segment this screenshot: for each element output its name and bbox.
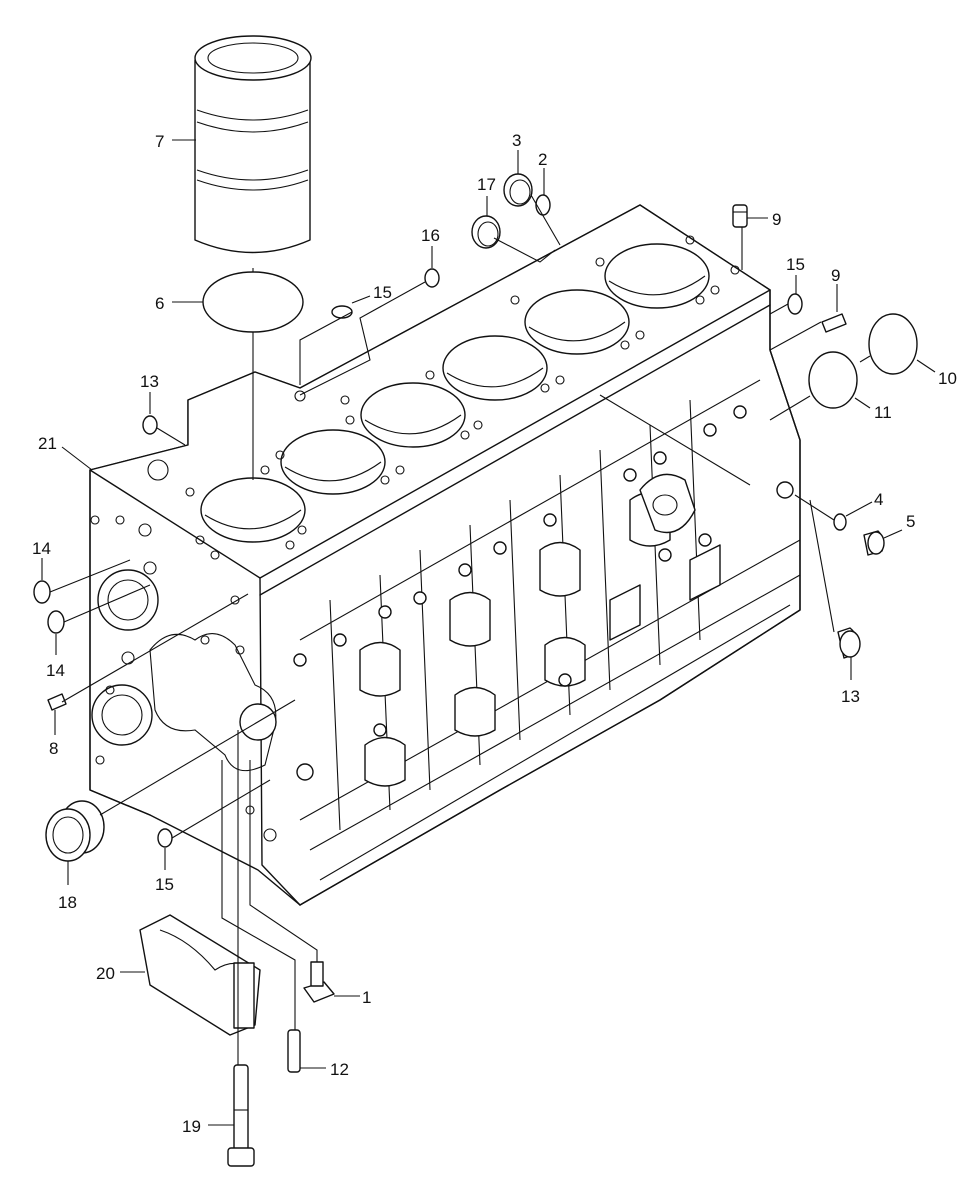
- seal-ring-2: [535, 194, 551, 216]
- seal-ring-13-top: [142, 415, 158, 435]
- callout-12: 12: [330, 1060, 349, 1079]
- plug-13-right: [837, 627, 861, 659]
- callout-lines: [41, 139, 936, 1126]
- front-face: [90, 515, 277, 842]
- callout-14-upper: 14: [32, 539, 51, 558]
- screw-plug-5: [863, 530, 885, 556]
- main-bearing-cap-20: [139, 914, 261, 1036]
- callout-4: 4: [874, 490, 883, 509]
- cylinder-bores: [200, 243, 710, 543]
- callout-9-right: 9: [831, 266, 840, 285]
- oil-jet-1: [303, 961, 335, 1003]
- callout-5: 5: [906, 512, 915, 531]
- plug-17: [471, 215, 501, 249]
- main-bearing-bolt-19: [227, 1064, 255, 1167]
- cylinder-liner: [194, 35, 312, 254]
- bushing-18: [45, 800, 105, 862]
- callout-17: 17: [477, 175, 496, 194]
- callout-15-lower: 15: [155, 875, 174, 894]
- callout-14-lower: 14: [46, 661, 65, 680]
- callout-3: 3: [512, 131, 521, 150]
- leader-lines: [49, 194, 871, 1065]
- callout-1: 1: [362, 988, 371, 1007]
- callout-11: 11: [874, 403, 892, 422]
- callout-13-right: 13: [841, 687, 860, 706]
- seal-ring-15-top: [331, 305, 353, 319]
- callout-21: 21: [38, 434, 57, 453]
- callout-15-right: 15: [786, 255, 805, 274]
- dowel-pin-9-right: [821, 313, 847, 333]
- seal-ring-14-upper: [33, 580, 51, 604]
- seal-ring-14-lower: [47, 610, 65, 634]
- callout-15-top: 15: [373, 283, 392, 302]
- seal-ring-4: [833, 513, 847, 531]
- core-plug-3: [503, 173, 533, 207]
- deck-holes: [147, 235, 740, 560]
- callout-8: 8: [49, 739, 58, 758]
- callout-9-top: 9: [772, 210, 781, 229]
- callout-20: 20: [96, 964, 115, 983]
- cover-gasket-10: [868, 313, 918, 375]
- dowel-pin-9-top: [732, 204, 748, 228]
- liner-o-ring: [202, 271, 304, 333]
- cylinder-block: [89, 204, 801, 906]
- seal-ring-15-lower: [157, 828, 173, 848]
- seal-ring-16: [424, 268, 440, 288]
- callout-2: 2: [538, 150, 547, 169]
- dowel-pin-8: [47, 693, 67, 711]
- cover-gasket-11: [808, 351, 858, 409]
- bolt-12: [287, 1029, 301, 1073]
- callout-labels: 1 2 3 4 5 6 7 8 9 9 10 11 12 13 13 14 14…: [32, 131, 957, 1136]
- callout-13-top: 13: [140, 372, 159, 391]
- callout-7: 7: [155, 132, 164, 151]
- seal-ring-15-right: [787, 293, 803, 315]
- callout-6: 6: [155, 294, 164, 313]
- callout-16: 16: [421, 226, 440, 245]
- callout-18: 18: [58, 893, 77, 912]
- callout-10: 10: [938, 369, 957, 388]
- callout-19: 19: [182, 1117, 201, 1136]
